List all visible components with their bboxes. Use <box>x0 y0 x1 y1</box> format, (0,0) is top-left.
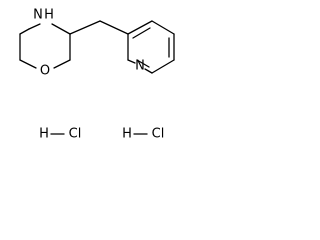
atom-label-morpholine-nh: N <box>33 8 43 23</box>
double-bond-line <box>132 27 151 39</box>
bond <box>69 20 101 35</box>
bond <box>19 59 37 69</box>
bond <box>127 20 153 35</box>
bond <box>19 28 30 35</box>
hcl-salt: H Cl <box>122 127 164 142</box>
bond <box>144 68 153 74</box>
hcl-h: H <box>39 127 49 142</box>
hcl-h: H <box>122 127 132 142</box>
bond <box>28 23 41 30</box>
bond <box>51 23 71 35</box>
chemical-structure: N H O N H Cl H Cl <box>19 8 175 142</box>
hcl-cl: Cl <box>152 127 165 142</box>
atom-label-morpholine-o: O <box>40 64 50 79</box>
morpholine-ring <box>19 23 71 69</box>
atom-label-morpholine-nh-h: H <box>44 8 54 23</box>
hcl-salt: H Cl <box>39 127 81 142</box>
bond <box>53 59 71 69</box>
bond <box>127 59 136 64</box>
bond <box>151 20 175 35</box>
hcl-cl: Cl <box>69 127 82 142</box>
atom-label-pyridine-n: N <box>135 59 145 74</box>
double-bond-line <box>136 59 150 68</box>
methylene-linker <box>69 20 129 35</box>
bond <box>151 59 175 74</box>
pyridine-ring <box>127 20 175 74</box>
bond <box>99 20 129 35</box>
